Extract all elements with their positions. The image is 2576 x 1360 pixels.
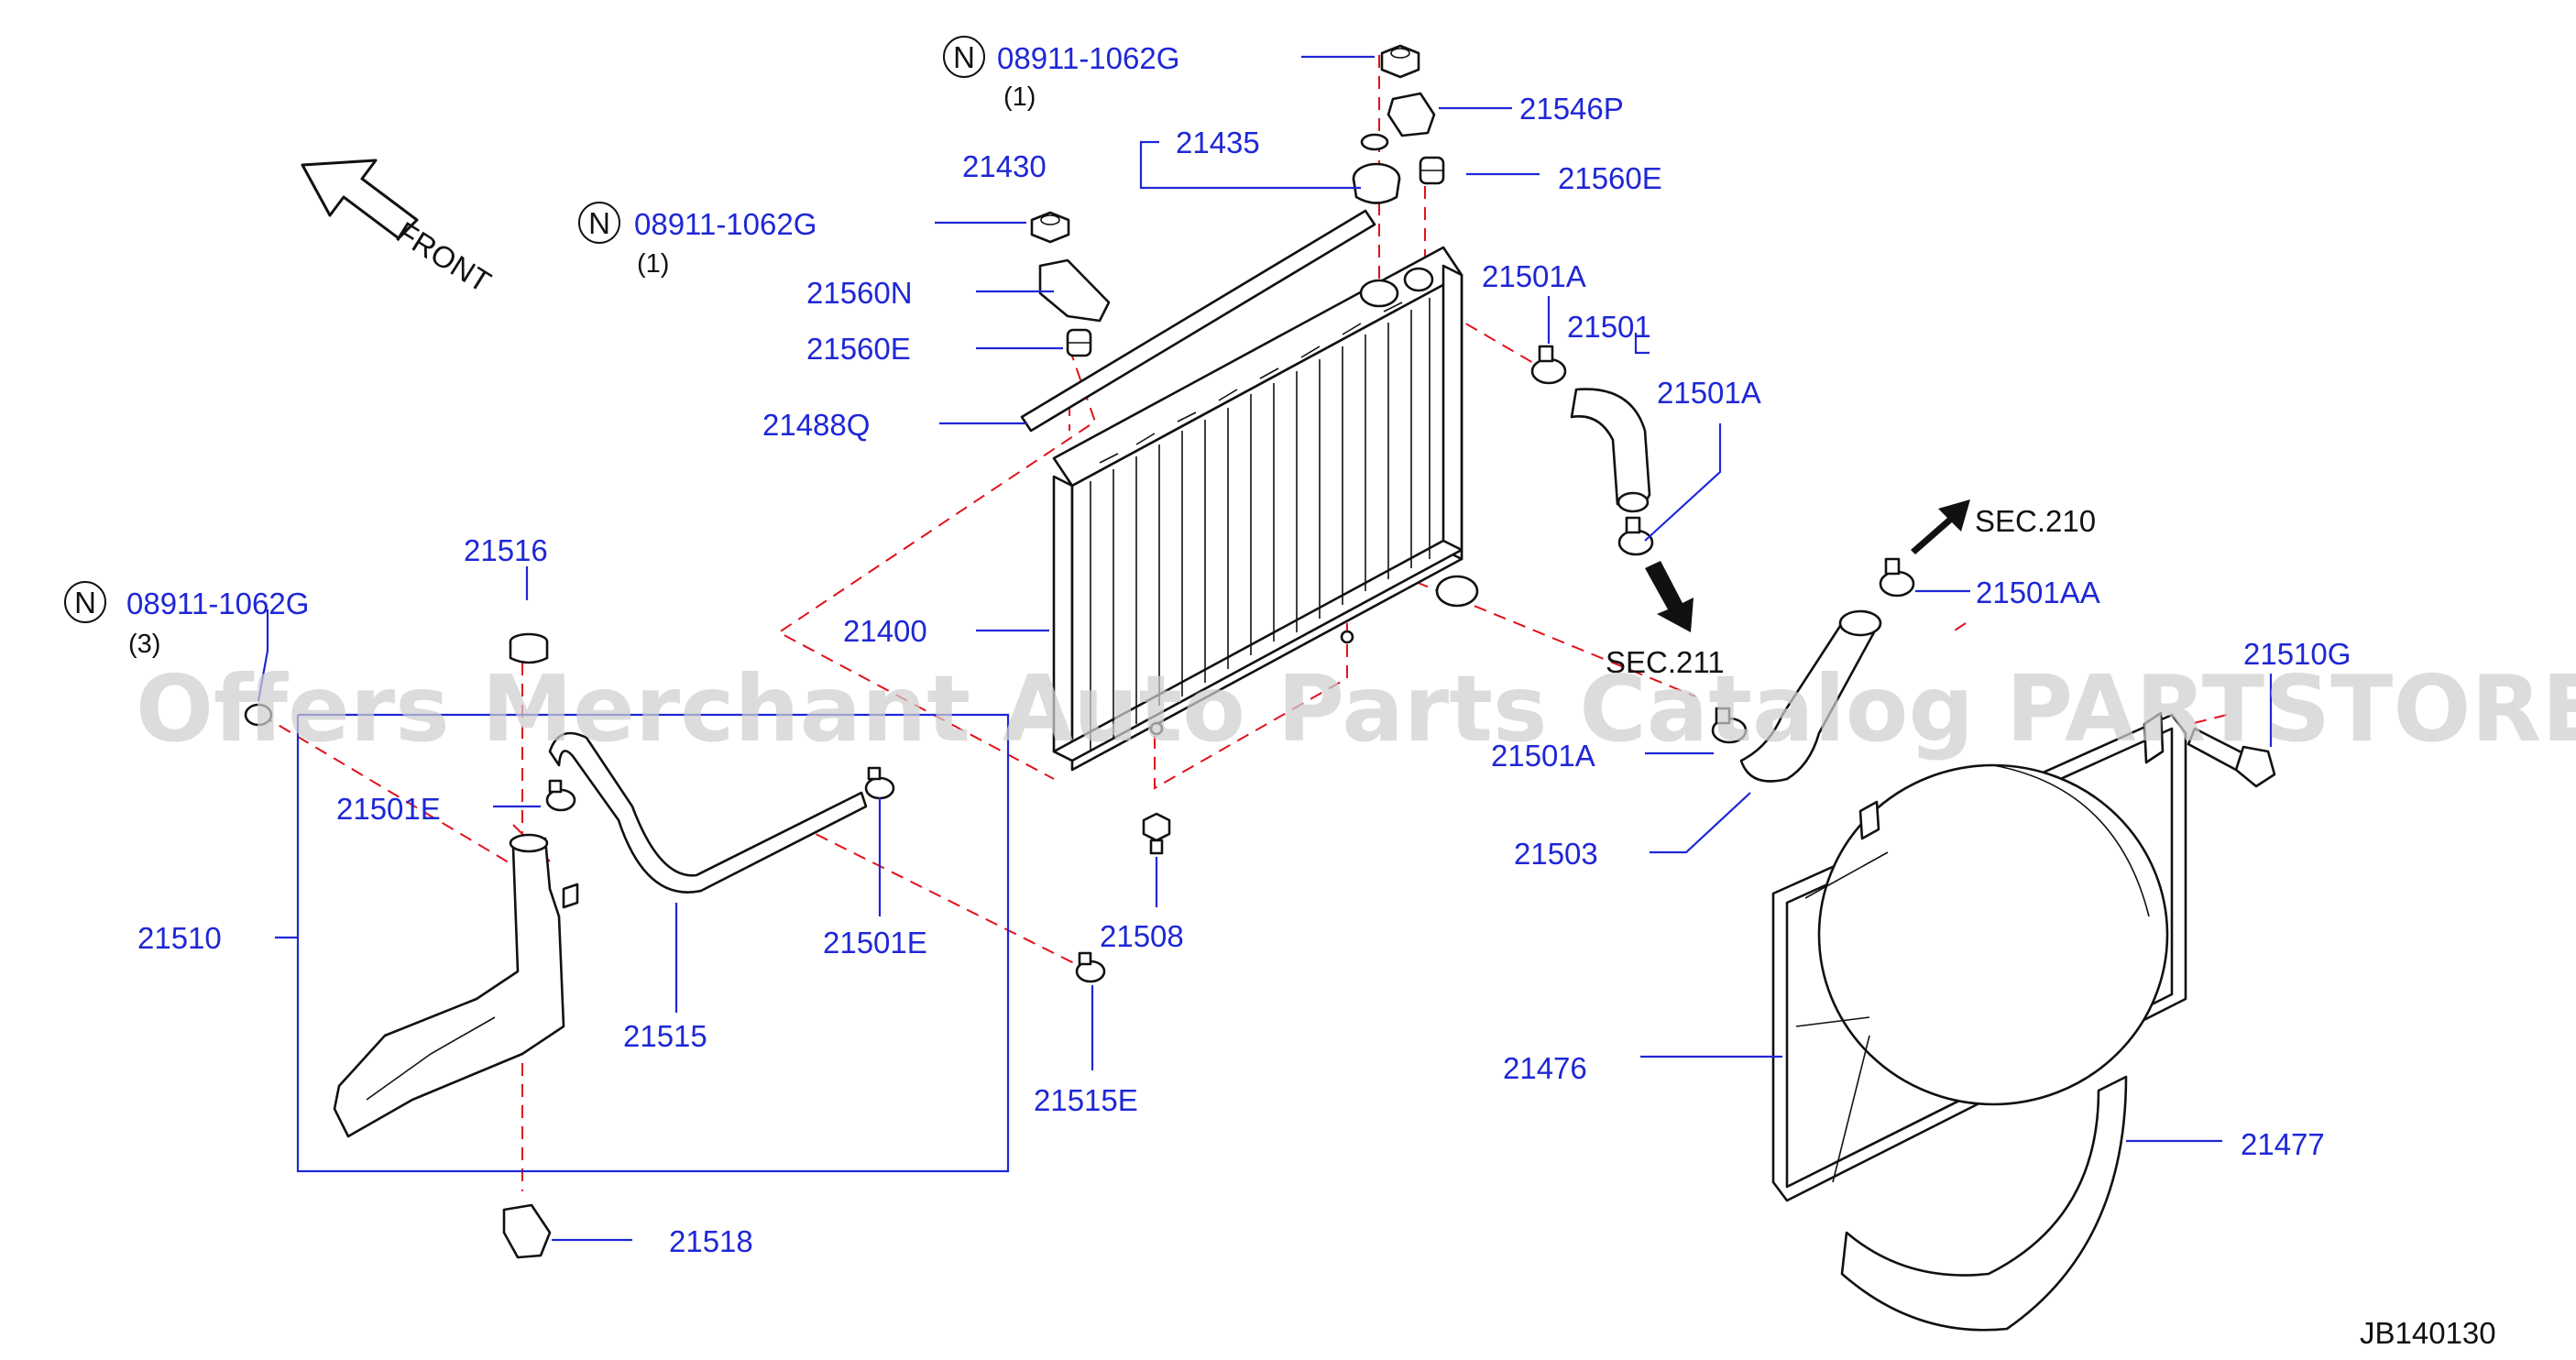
- arrow-sec211-icon: [1645, 561, 1694, 632]
- label-21488Q[interactable]: 21488Q: [762, 408, 870, 442]
- n-badge-top: N: [943, 36, 985, 78]
- tank-cap-21516[interactable]: [509, 632, 549, 664]
- svg-text:N: N: [588, 206, 610, 240]
- watermark-text: Offers Merchant Auto Parts Catalog PARTS…: [136, 655, 2576, 762]
- label-21501A-a[interactable]: 21501A: [1482, 259, 1586, 293]
- bolt-21510G[interactable]: [2187, 727, 2276, 788]
- front-arrow-icon: [301, 159, 419, 240]
- shroud-lower-21477[interactable]: [1840, 1075, 2128, 1332]
- label-08911-left[interactable]: 08911-1062G: [126, 587, 309, 620]
- label-21501AA[interactable]: 21501AA: [1976, 576, 2100, 609]
- seal-ring-21435[interactable]: [1360, 133, 1389, 151]
- mount-21560E-mid[interactable]: [1066, 328, 1092, 357]
- label-21510[interactable]: 21510: [137, 921, 222, 955]
- reservoir-tank-21510[interactable]: [333, 833, 579, 1138]
- clamp-21501A-mid[interactable]: [1617, 516, 1654, 556]
- lower-hose-21503[interactable]: [1739, 609, 1882, 783]
- label-21560N[interactable]: 21560N: [806, 276, 913, 310]
- front-label: FRONT: [390, 215, 497, 300]
- qty-08911-mid: (1): [637, 249, 669, 279]
- label-21400[interactable]: 21400: [843, 614, 927, 648]
- arrow-sec210-icon: [1911, 499, 1970, 554]
- label-21560E-mid[interactable]: 21560E: [806, 332, 911, 366]
- n-badge-left: N: [64, 581, 106, 623]
- clamp-21501A-top[interactable]: [1530, 345, 1567, 385]
- sec210-label[interactable]: SEC.210: [1975, 504, 2096, 538]
- sec211-label[interactable]: SEC.211: [1606, 645, 1725, 679]
- upper-hose-21501[interactable]: [1570, 388, 1651, 513]
- label-21430[interactable]: 21430: [962, 149, 1047, 183]
- clamp-21501AA[interactable]: [1879, 557, 1915, 598]
- clamp-21501A-bottom[interactable]: [1711, 707, 1748, 744]
- label-21477[interactable]: 21477: [2241, 1127, 2325, 1161]
- radiator-cap-21430[interactable]: [1352, 162, 1401, 204]
- label-21501A-c[interactable]: 21501A: [1491, 739, 1595, 773]
- overflow-hose-21515[interactable]: [548, 731, 868, 894]
- bracket-21518[interactable]: [502, 1203, 552, 1259]
- qty-08911-left: (3): [128, 630, 160, 659]
- leader-lines: [257, 55, 2273, 1242]
- label-21501A-b[interactable]: 21501A: [1657, 376, 1761, 410]
- svg-text:N: N: [74, 586, 96, 620]
- label-21508[interactable]: 21508: [1100, 919, 1184, 953]
- clamp-21501E-b[interactable]: [864, 766, 895, 800]
- label-21476[interactable]: 21476: [1503, 1051, 1587, 1085]
- label-21516[interactable]: 21516: [464, 533, 548, 567]
- drain-plug-21508[interactable]: [1142, 812, 1171, 855]
- label-21560E-top[interactable]: 21560E: [1558, 161, 1662, 195]
- n-badge-mid: N: [578, 202, 620, 244]
- label-21501E-a[interactable]: 21501E: [336, 792, 441, 826]
- clamp-21501E-a[interactable]: [545, 779, 576, 812]
- label-21515[interactable]: 21515: [623, 1019, 707, 1053]
- label-21515E[interactable]: 21515E: [1034, 1083, 1138, 1117]
- bracket-21560N[interactable]: [1038, 258, 1111, 323]
- label-08911-mid[interactable]: 08911-1062G: [634, 207, 817, 241]
- nut-08911-left[interactable]: [244, 703, 273, 727]
- bracket-21546P[interactable]: [1387, 92, 1436, 137]
- front-arrow: FRONT: [301, 159, 497, 300]
- label-21501[interactable]: 21501: [1567, 310, 1651, 344]
- nut-08911-mid[interactable]: [1030, 211, 1070, 244]
- label-08911-top[interactable]: 08911-1062G: [997, 41, 1179, 75]
- svg-text:N: N: [953, 40, 975, 74]
- fan-shroud-21476[interactable]: [1771, 711, 2187, 1202]
- clamp-21515E[interactable]: [1075, 951, 1106, 983]
- label-21510G[interactable]: 21510G: [2243, 637, 2351, 671]
- seal-strip-21488Q[interactable]: [1020, 209, 1376, 433]
- radiator-21400[interactable]: [1052, 246, 1479, 772]
- label-21501E-b[interactable]: 21501E: [823, 926, 927, 960]
- label-21435[interactable]: 21435: [1176, 126, 1260, 159]
- mount-21560E-top[interactable]: [1419, 156, 1445, 185]
- qty-08911-top: (1): [1003, 82, 1036, 112]
- nut-08911-top[interactable]: [1380, 44, 1420, 79]
- label-21503[interactable]: 21503: [1514, 837, 1598, 871]
- label-21518[interactable]: 21518: [669, 1224, 753, 1258]
- label-21546P[interactable]: 21546P: [1519, 92, 1624, 126]
- part-labels: 08911-1062G (1) 21546P 21435 21430 21560…: [126, 41, 2496, 1350]
- diagram-code: JB140130: [2360, 1316, 2496, 1350]
